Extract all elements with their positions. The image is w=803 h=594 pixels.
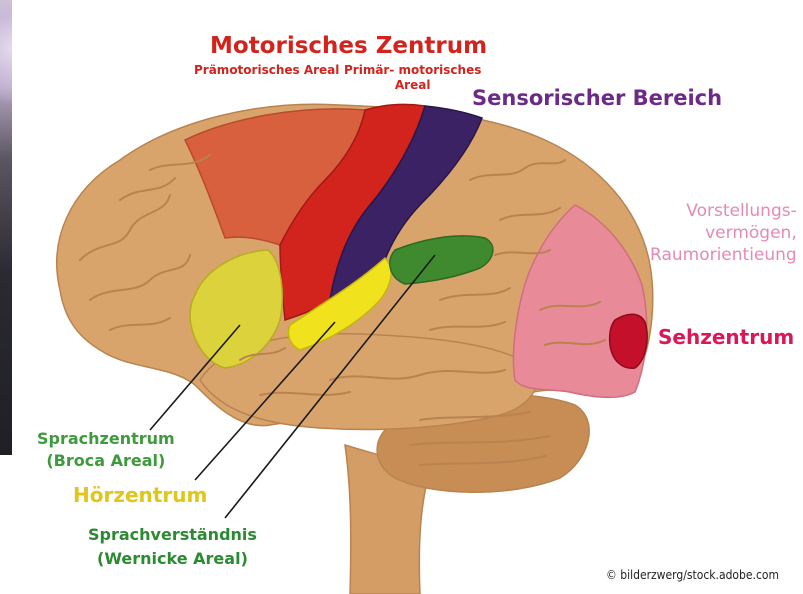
visual-center-label: Sehzentrum [658,325,794,349]
broca-label: Sprachzentrum (Broca Areal) [37,428,175,472]
image-credit: © bilderzwerg/stock.adobe.com [606,568,779,582]
primary-motor-label-line1: Primär- motorisches [344,63,481,78]
broca-label-line1: Sprachzentrum [37,428,175,450]
imagination-label-line1: Vorstellungs- [650,200,797,222]
primary-motor-label: Primär- motorisches Areal [344,63,481,93]
sensory-label: Sensorischer Bereich [472,86,722,110]
imagination-label-line2: vermögen, [650,222,797,244]
motor-center-title: Motorisches Zentrum [210,33,487,59]
wernicke-label-line1: Sprachverständnis [88,523,257,547]
visual-area [610,314,647,368]
primary-motor-label-line2: Areal [344,78,481,93]
wernicke-label-line2: (Wernicke Areal) [88,547,257,571]
imagination-label: Vorstellungs- vermögen, Raumorientieung [650,200,797,266]
imagination-label-line3: Raumorientieung [650,244,797,266]
broca-label-line2: (Broca Areal) [37,450,175,472]
wernicke-label: Sprachverständnis (Wernicke Areal) [88,523,257,571]
premotor-label: Prämotorisches Areal [194,63,339,77]
auditory-center-label: Hörzentrum [73,483,207,507]
